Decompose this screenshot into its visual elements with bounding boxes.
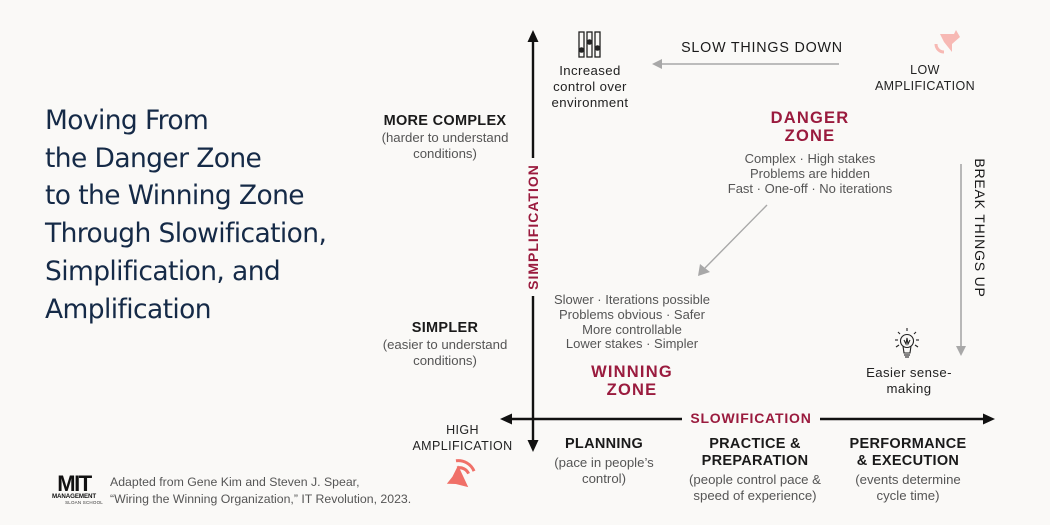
low-amplification-line: AMPLIFICATION bbox=[874, 78, 976, 93]
performance-execution-column: PERFORMANCE & EXECUTION (events determin… bbox=[840, 436, 976, 504]
control-line: environment bbox=[551, 94, 629, 110]
muted-speaker-icon bbox=[934, 30, 960, 54]
planning-column: PLANNING (pace in people’s control) bbox=[534, 436, 674, 487]
low-amplification-line: LOW bbox=[910, 63, 940, 77]
title-line: Amplification bbox=[45, 293, 212, 325]
title-line: Moving From bbox=[45, 105, 209, 136]
title-line: to the Winning Zone bbox=[45, 180, 305, 212]
low-amplification-label: LOW AMPLIFICATION bbox=[865, 63, 985, 95]
high-amplification-label: HIGH AMPLIFICATION bbox=[405, 423, 520, 455]
winning-zone-desc-line: Lower stakes · Simpler bbox=[565, 336, 699, 352]
logo-mit: MIT bbox=[57, 471, 92, 496]
danger-zone-title-line: DANGER bbox=[770, 109, 850, 127]
practice-preparation-column: PRACTICE & PREPARATION (people control p… bbox=[670, 436, 840, 504]
break-things-up-label: BREAK THINGS UP bbox=[972, 158, 988, 298]
danger-zone-title-line: ZONE bbox=[784, 127, 836, 145]
performance-heading: & EXECUTION bbox=[856, 453, 960, 469]
sense-making-line: Easier sense- bbox=[866, 365, 952, 380]
increased-control-label: Increased control over environment bbox=[540, 63, 640, 110]
lightbulb-icon bbox=[895, 328, 919, 358]
speaker-loud-icon bbox=[446, 459, 476, 488]
practice-heading: PRACTICE & bbox=[709, 436, 801, 452]
performance-sub: (events determine bbox=[855, 472, 961, 487]
title-line: Simplification, and bbox=[45, 255, 281, 287]
planning-sub: control) bbox=[582, 471, 626, 486]
simpler-heading: SIMPLER bbox=[411, 320, 479, 336]
practice-sub: speed of experience) bbox=[693, 488, 817, 503]
practice-sub: (people control pace & bbox=[689, 472, 821, 487]
danger-zone-desc-line: Fast · One-off · No iterations bbox=[727, 180, 893, 196]
danger-zone-desc-line: Problems are hidden bbox=[750, 165, 870, 181]
high-amplification-line: AMPLIFICATION bbox=[412, 438, 513, 453]
planning-heading: PLANNING bbox=[564, 436, 644, 452]
more-complex-heading: MORE COMPLEX bbox=[383, 113, 507, 129]
slowification-axis-label: SLOWIFICATION bbox=[690, 410, 812, 426]
control-line: Increased bbox=[559, 63, 621, 78]
performance-sub: cycle time) bbox=[876, 488, 940, 503]
performance-heading: PERFORMANCE bbox=[849, 436, 967, 452]
winning-zone-description: Slower · Iterations possible Problems ob… bbox=[532, 292, 732, 352]
high-amplification-line: HIGH bbox=[446, 423, 479, 437]
logo-sloan-school: SLOAN SCHOOL bbox=[65, 500, 103, 505]
simplification-axis-label: SIMPLIFICATION bbox=[525, 164, 541, 290]
simpler-sub: (easier to understand bbox=[382, 337, 508, 352]
winning-zone-title: WINNING ZONE bbox=[572, 363, 692, 399]
logo-management: MANAGEMENT bbox=[51, 493, 97, 500]
winning-zone-desc-line: Slower · Iterations possible bbox=[553, 292, 711, 307]
slow-things-down-label: SLOW THINGS DOWN bbox=[681, 40, 843, 56]
title-line: the Danger Zone bbox=[45, 142, 262, 174]
simpler-label: SIMPLER (easier to understand conditions… bbox=[360, 320, 530, 369]
control-line: control over bbox=[553, 78, 627, 94]
danger-zone-description: Complex · High stakes Problems are hidde… bbox=[710, 151, 910, 196]
danger-zone-title: DANGER ZONE bbox=[750, 109, 870, 145]
page-title: Moving From the Danger Zone to the Winni… bbox=[45, 102, 345, 328]
winning-zone-title-line: ZONE bbox=[606, 381, 658, 399]
citation-line: “Wiring the Winning Organization,” IT Re… bbox=[110, 491, 412, 506]
easier-sense-making-label: Easier sense- making bbox=[855, 365, 963, 397]
citation-line: Adapted from Gene Kim and Steven J. Spea… bbox=[110, 475, 360, 489]
citation: Adapted from Gene Kim and Steven J. Spea… bbox=[110, 474, 411, 507]
simpler-sub: conditions) bbox=[413, 353, 477, 368]
planning-sub: (pace in people’s bbox=[554, 455, 654, 470]
more-complex-label: MORE COMPLEX (harder to understand condi… bbox=[360, 113, 530, 162]
title-line: Through Slowification, bbox=[45, 218, 327, 250]
winning-zone-title-line: WINNING bbox=[591, 363, 673, 381]
sliders-icon bbox=[578, 31, 601, 58]
practice-heading: PREPARATION bbox=[701, 453, 809, 469]
more-complex-sub: (harder to understand bbox=[381, 130, 509, 145]
danger-zone-desc-line: Complex · High stakes bbox=[744, 151, 876, 166]
sense-making-line: making bbox=[886, 380, 932, 396]
more-complex-sub: conditions) bbox=[413, 146, 477, 161]
mit-sloan-logo: MIT MANAGEMENT SLOAN SCHOOL bbox=[45, 471, 103, 506]
winning-zone-desc-line: Problems obvious · Safer bbox=[559, 306, 705, 322]
winning-zone-desc-line: More controllable bbox=[582, 321, 682, 337]
